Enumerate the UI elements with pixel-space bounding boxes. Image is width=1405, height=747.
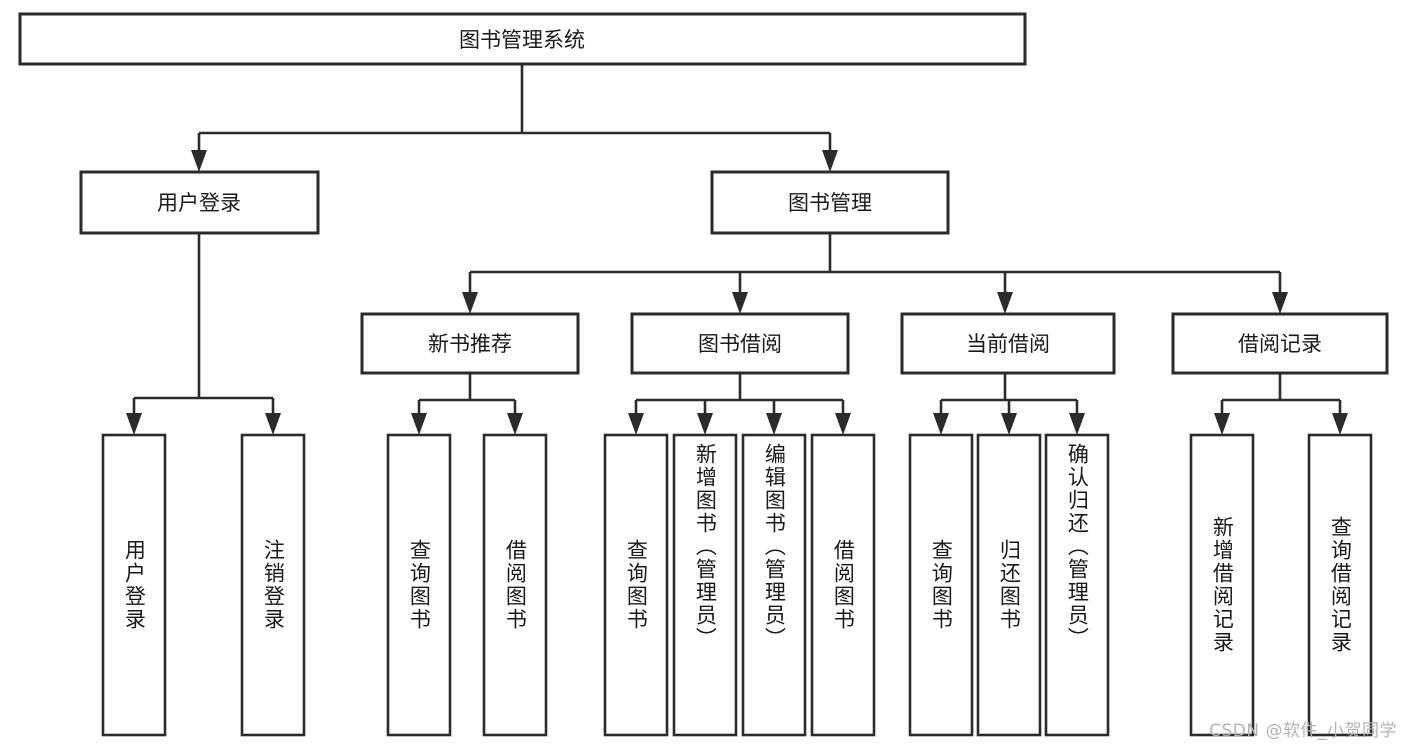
csdn-watermark: CSDN @软件_小贺同学 xyxy=(1209,721,1397,741)
node-current-borrow[interactable]: 当前借阅 xyxy=(900,312,1116,375)
leaf-box-current-return[interactable] xyxy=(976,433,1042,737)
node-user-login-box[interactable] xyxy=(79,170,320,235)
node-book-borrow-label: 图书借阅 xyxy=(698,332,782,356)
node-book-borrow-box[interactable] xyxy=(630,312,850,375)
arrow-to-new-book xyxy=(462,292,478,314)
node-root[interactable]: 图书管理系统 xyxy=(18,12,1027,66)
arrow-to-user-login xyxy=(191,150,207,172)
leaf-box-user-logout[interactable] xyxy=(240,433,306,737)
leaf-box-user-login[interactable] xyxy=(101,433,167,737)
leaf-box-newbook-query[interactable] xyxy=(386,433,452,737)
node-book-management-box[interactable] xyxy=(710,170,950,235)
node-new-book-box[interactable] xyxy=(360,312,580,375)
arrow-to-book-borrow xyxy=(732,292,748,314)
node-current-borrow-box[interactable] xyxy=(900,312,1116,375)
node-user-login[interactable]: 用户登录 xyxy=(79,170,320,235)
leaf-box-record-query[interactable] xyxy=(1307,433,1373,737)
leaf-box-newbook-borrow[interactable] xyxy=(482,433,548,737)
arrow-to-current-borrow xyxy=(997,292,1013,314)
leaf-box-bookborrow-add[interactable] xyxy=(672,433,738,737)
node-current-borrow-label: 当前借阅 xyxy=(966,332,1050,356)
leaf-box-current-confirm[interactable] xyxy=(1044,433,1110,737)
node-borrow-record[interactable]: 借阅记录 xyxy=(1171,312,1389,375)
node-root-box[interactable] xyxy=(18,12,1027,66)
arrow-to-borrow-record xyxy=(1272,292,1288,314)
arrow-bookborrow-leaf-4 xyxy=(835,413,851,435)
arrow-currentborrow-leaf-3 xyxy=(1069,413,1085,435)
connectors-group xyxy=(126,64,1348,435)
node-new-book-label: 新书推荐 xyxy=(428,332,512,356)
node-new-book[interactable]: 新书推荐 xyxy=(360,312,580,375)
node-borrow-record-label: 借阅记录 xyxy=(1238,332,1322,356)
arrow-currentborrow-leaf-2 xyxy=(1001,413,1017,435)
arrow-newbook-leaf-2 xyxy=(507,413,523,435)
leaf-boxes-group xyxy=(101,433,1373,737)
arrow-bookborrow-leaf-1 xyxy=(628,413,644,435)
arrow-newbook-leaf-1 xyxy=(411,413,427,435)
node-user-login-label: 用户登录 xyxy=(157,191,241,215)
leaf-box-record-add[interactable] xyxy=(1189,433,1255,737)
arrow-user-leaf-1 xyxy=(126,413,142,435)
node-book-management-label: 图书管理 xyxy=(788,191,872,215)
arrow-borrowrecord-leaf-2 xyxy=(1332,413,1348,435)
arrow-bookborrow-leaf-3 xyxy=(766,413,782,435)
node-book-management[interactable]: 图书管理 xyxy=(710,170,950,235)
node-root-label: 图书管理系统 xyxy=(459,28,585,52)
node-borrow-record-box[interactable] xyxy=(1171,312,1389,375)
leaf-box-bookborrow-edit[interactable] xyxy=(741,433,807,737)
arrow-bookborrow-leaf-2 xyxy=(697,413,713,435)
arrow-borrowrecord-leaf-1 xyxy=(1214,413,1230,435)
leaf-box-bookborrow-borrow[interactable] xyxy=(810,433,876,737)
arrow-user-leaf-2 xyxy=(265,413,281,435)
node-book-borrow[interactable]: 图书借阅 xyxy=(630,312,850,375)
arrow-to-book-management xyxy=(822,150,838,172)
leaf-box-bookborrow-query[interactable] xyxy=(603,433,669,737)
arrow-currentborrow-leaf-1 xyxy=(933,413,949,435)
leaf-box-current-query[interactable] xyxy=(908,433,974,737)
